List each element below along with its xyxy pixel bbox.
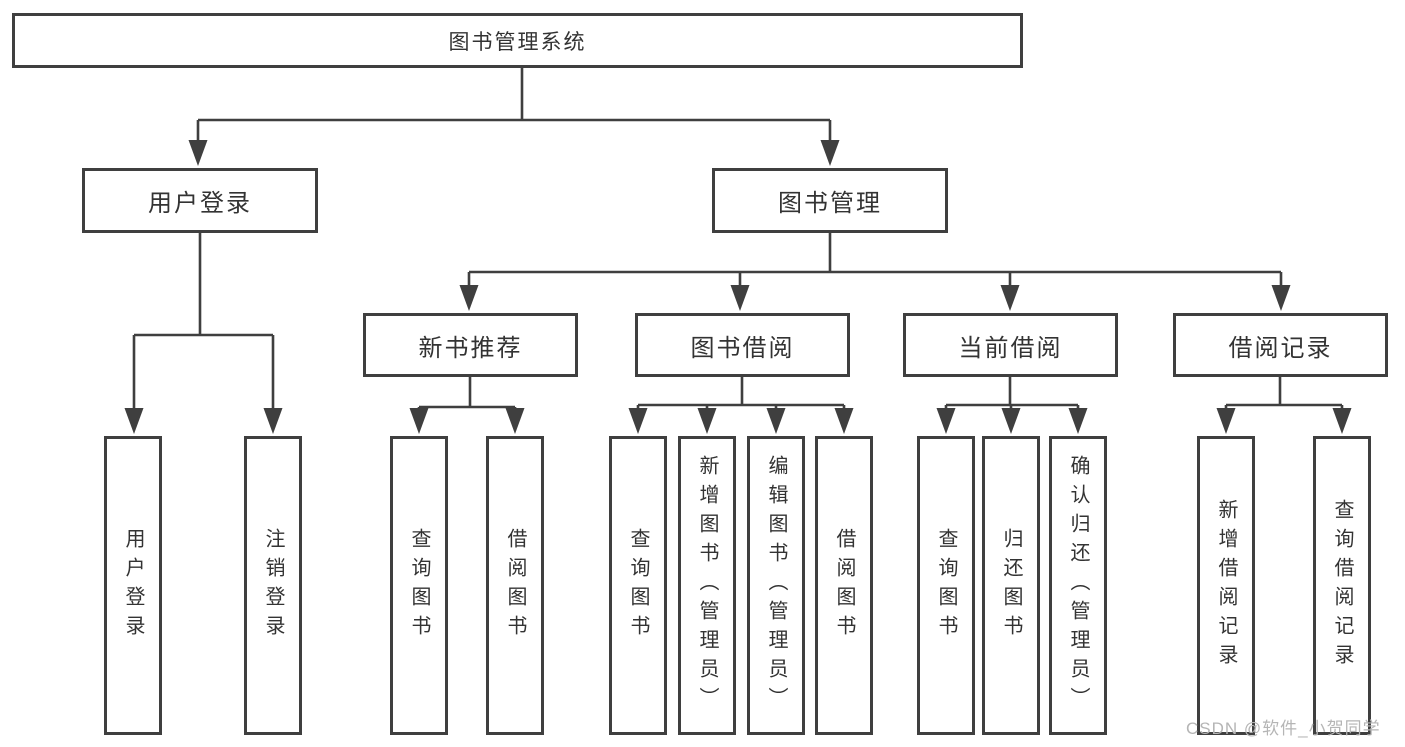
node-current-borrowing: 当前借阅 [903,313,1118,377]
node-new-book-recommendation: 新书推荐 [363,313,578,377]
node-label: 新增图书（管理员） [696,455,718,716]
leaf-add-borrow-record: 新增借阅记录 [1197,436,1255,735]
node-label: 查询借阅记录 [1331,498,1353,673]
node-label: 借阅图书 [833,527,855,644]
node-label: 图书管理系统 [448,30,587,54]
node-label: 用户登录 [148,190,252,217]
leaf-edit-books-admin: 编辑图书（管理员） [747,436,805,735]
leaf-borrow-books-recommend: 借阅图书 [486,436,544,735]
csdn-watermark: CSDN @软件_小贺同学 [1186,719,1381,738]
node-label: 查询图书 [408,527,430,644]
leaf-user-login: 用户登录 [104,436,162,735]
node-book-management-system: 图书管理系统 [12,13,1023,68]
node-label: 借阅图书 [504,527,526,644]
node-label: 图书借阅 [690,334,795,362]
leaf-query-books-recommend: 查询图书 [390,436,448,735]
node-book-management: 图书管理 [712,168,948,233]
node-user-login: 用户登录 [82,168,318,233]
leaf-query-books-borrowing: 查询图书 [609,436,667,735]
node-book-borrowing: 图书借阅 [635,313,850,377]
node-label: 借阅记录 [1228,334,1333,362]
node-label: 查询图书 [627,527,649,644]
leaf-borrow-books-borrowing: 借阅图书 [815,436,873,735]
leaf-confirm-return-admin: 确认归还（管理员） [1049,436,1107,735]
node-label: 归还图书 [1000,527,1022,644]
node-borrowing-records: 借阅记录 [1173,313,1388,377]
node-label: 确认归还（管理员） [1067,455,1089,716]
node-label: 新增借阅记录 [1215,498,1237,673]
node-label: 当前借阅 [958,334,1063,362]
leaf-query-borrow-record: 查询借阅记录 [1313,436,1371,735]
leaf-add-books-admin: 新增图书（管理员） [678,436,736,735]
leaf-logout: 注销登录 [244,436,302,735]
leaf-return-books: 归还图书 [982,436,1040,735]
node-label: 编辑图书（管理员） [765,455,787,716]
node-label: 新书推荐 [418,334,523,362]
leaf-query-books-current: 查询图书 [917,436,975,735]
node-label: 用户登录 [122,527,144,644]
node-label: 注销登录 [262,527,284,644]
node-label: 图书管理 [778,190,882,217]
node-label: 查询图书 [935,527,957,644]
